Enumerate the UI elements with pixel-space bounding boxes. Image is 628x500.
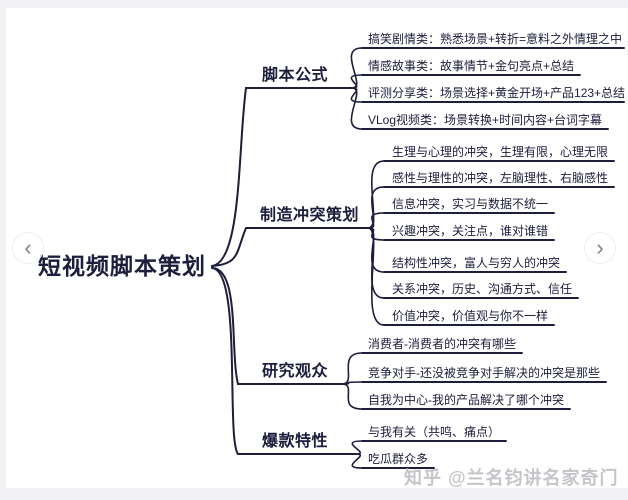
branch-node[interactable]: 爆款特性: [262, 433, 329, 450]
watermark-text: 知乎 @兰名钧讲名家奇门: [404, 468, 619, 488]
leaf-node[interactable]: 评测分享类：场景选择+黄金开场+产品123+总结: [368, 86, 626, 100]
leaf-node[interactable]: 吃瓜群众多: [368, 452, 429, 466]
leaf-node[interactable]: 感性与理性的冲突，左脑理性、右脑感性: [392, 171, 609, 185]
leaf-node[interactable]: 自我为中心-我的产品解决了哪个冲突: [368, 393, 564, 407]
next-chevron-icon[interactable]: ›: [584, 232, 616, 264]
root-node[interactable]: 短视频脚本策划: [38, 253, 206, 279]
leaf-node[interactable]: 生理与心理的冲突，生理有限，心理无限: [392, 145, 609, 159]
leaf-node[interactable]: 与我有关（共鸣、痛点）: [368, 425, 501, 439]
leaf-node[interactable]: 关系冲突，历史、沟通方式、信任: [392, 282, 573, 296]
leaf-node[interactable]: 结构性冲突，富人与穷人的冲突: [392, 256, 561, 270]
branch-node[interactable]: 研究观众: [262, 363, 329, 380]
branch-node[interactable]: 制造冲突策划: [260, 207, 360, 224]
leaf-node[interactable]: 兴趣冲突，关注点，谁对谁错: [392, 224, 549, 238]
leaf-node[interactable]: 情感故事类：故事情节+金句亮点+总结: [368, 59, 575, 73]
branch-node[interactable]: 脚本公式: [262, 67, 329, 84]
leaf-node[interactable]: 竞争对手-还没被竞争对手解决的冲突是那些: [368, 366, 600, 380]
leaf-node[interactable]: 价值冲突，价值观与你不一样: [392, 309, 549, 323]
leaf-node[interactable]: 消费者-消费者的冲突有哪些: [368, 337, 516, 351]
leaf-node[interactable]: 信息冲突，实习与数据不统一: [392, 197, 549, 211]
leaf-node[interactable]: 搞笑剧情类：熟悉场景+转折=意料之外情理之中: [368, 32, 623, 46]
leaf-node[interactable]: VLog视频类：场景转换+时间内容+台词字幕: [368, 113, 603, 127]
prev-chevron-icon[interactable]: ‹: [12, 232, 44, 264]
